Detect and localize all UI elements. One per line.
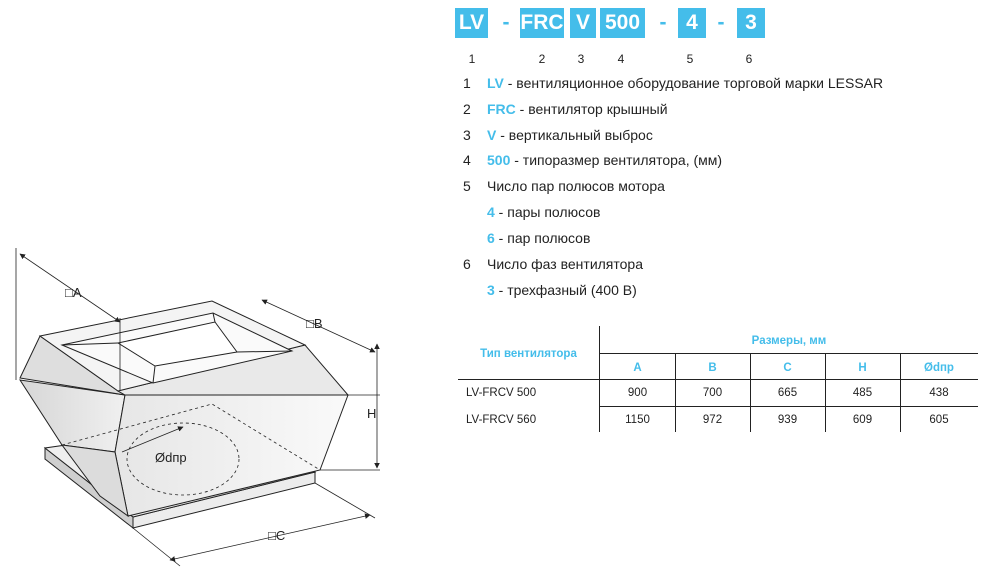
dimension-label-a: □A [65, 285, 82, 300]
table-column-header: H [858, 362, 867, 374]
table-column-header: Ødпр [924, 362, 954, 374]
legend-line: 6 - пар полюсов [487, 230, 591, 246]
code-number: 1 [468, 52, 476, 66]
fan-body [18, 379, 349, 518]
dimension-label-diameter: Ødпр [155, 450, 187, 465]
code-segment-500: 500 [600, 8, 645, 38]
code-number: 4 [617, 52, 625, 66]
table-cell: 609 [852, 414, 873, 426]
code-number: 2 [538, 52, 546, 66]
table-header-dimensions: Размеры, мм [751, 335, 827, 347]
code-number: 5 [686, 52, 694, 66]
legend-line: 3 - трехфазный (400 В) [487, 282, 637, 298]
dimension-label-h: H [367, 406, 376, 421]
code-dash: - [717, 11, 725, 34]
table-cell: 700 [702, 387, 723, 399]
table-column-header: C [783, 362, 792, 374]
table-cell: 438 [929, 387, 949, 399]
table-header-type: Тип вентилятора [480, 348, 577, 360]
code-segment-v: V [570, 8, 596, 38]
table-divider [600, 406, 978, 407]
legend-line: 4 - пары полюсов [487, 204, 601, 220]
table-column-header: B [708, 362, 717, 374]
code-number: 6 [745, 52, 753, 66]
code-segment-3: 3 [737, 8, 765, 38]
code-number: 3 [577, 52, 585, 66]
table-cell: 900 [627, 387, 648, 399]
dimension-label-b: □B [306, 316, 323, 331]
table-cell: 972 [702, 414, 723, 426]
hidden-lines [61, 403, 321, 496]
fan-hood [19, 300, 350, 396]
table-cell: 485 [852, 387, 873, 399]
table-divider [600, 353, 978, 354]
dimension-lines [15, 248, 380, 567]
code-dash: - [502, 11, 510, 34]
table-column-header: A [633, 362, 642, 374]
code-segment-4: 4 [678, 8, 706, 38]
table-divider [900, 353, 901, 432]
table-divider [458, 379, 978, 380]
table-divider [675, 353, 676, 432]
table-cell: 1150 [625, 414, 650, 426]
code-segment-frc: FRC [520, 8, 564, 38]
table-row-name: LV-FRCV 560 [466, 414, 537, 426]
table-cell: 665 [777, 387, 798, 399]
table-row-name: LV-FRCV 500 [466, 387, 537, 399]
table-divider [750, 353, 751, 432]
table-cell: 605 [929, 414, 949, 426]
code-segment-lv: LV [455, 8, 488, 38]
dimension-label-c: □C [268, 528, 285, 543]
fan-drawing: □A □B H □C Ødпр [15, 248, 380, 567]
table-divider [825, 353, 826, 432]
table-cell: 939 [777, 414, 798, 426]
code-dash: - [659, 11, 667, 34]
